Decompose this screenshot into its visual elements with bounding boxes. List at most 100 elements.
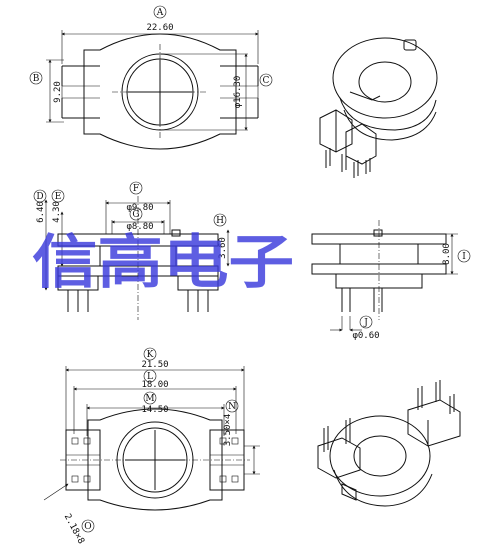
iso-bottom-flange (329, 415, 431, 497)
bottom-view-pin-hole (71, 437, 79, 445)
bottom-view-pin-hole (231, 437, 239, 445)
label-c-circle (259, 73, 273, 87)
dim-c-extension (160, 53, 248, 131)
label-a: A (156, 8, 164, 18)
iso-bottom-pin-block-right (407, 399, 461, 447)
dim-b-extension (46, 59, 64, 123)
label-h-circle (213, 213, 227, 227)
front-view: 8.00 I φ0.60 J (311, 220, 471, 341)
bottom-view: 21.50 K 18.00 L 14.50 M 3.50×4 N 2.18×8 … (43, 347, 260, 546)
dim-c-value: φ16.30 (233, 76, 243, 109)
dim-j-extension (341, 316, 351, 330)
dim-l-value: 18.00 (141, 380, 168, 390)
iso-bottom-pin (417, 386, 423, 410)
iso-bottom-bore (353, 435, 407, 477)
label-b: B (33, 74, 40, 84)
label-j-circle (359, 315, 373, 329)
iso-flange-top (332, 37, 438, 119)
dim-l-extension (73, 386, 237, 434)
label-f-circle (129, 181, 143, 195)
iso-bottom-pin (345, 418, 351, 444)
iso-bottom-pin (323, 426, 329, 452)
bottom-view-pad-slot (66, 454, 100, 466)
bottom-view-pin-hole (83, 475, 91, 483)
iso-pin (353, 160, 359, 178)
label-g: G (132, 210, 139, 220)
label-n: N (228, 402, 236, 412)
label-d-circle (33, 189, 47, 203)
iso-bottom-pin (449, 394, 455, 414)
label-h: H (216, 216, 224, 226)
dim-h-value: 3.60 (218, 237, 228, 259)
iso-bottom-pin (435, 380, 441, 402)
bottom-view-pad-slot (210, 454, 244, 466)
dim-o-value: 2.18×8 (62, 512, 86, 545)
iso-bore (358, 61, 412, 103)
iso-flange-edge (339, 97, 437, 131)
side-view-peg (171, 229, 181, 237)
isometric-view-top (319, 37, 438, 178)
dim-i-value: 8.00 (442, 243, 452, 265)
dim-n-extension (244, 445, 260, 475)
isometric-view-bottom (317, 380, 461, 507)
iso-pin-block (345, 123, 377, 165)
iso-lower-flange (343, 109, 437, 141)
label-f: F (133, 184, 139, 194)
label-m-circle (143, 391, 157, 405)
bottom-view-pad-left (65, 429, 101, 491)
dim-j-value: φ0.60 (352, 331, 379, 341)
label-o-circle (81, 519, 95, 533)
dim-f-extension (105, 200, 171, 234)
dim-d-value: 6.40 (36, 201, 46, 223)
label-b-circle (29, 71, 43, 85)
dim-k-value: 21.50 (141, 360, 168, 370)
dim-b-value: 9.20 (53, 81, 63, 103)
dim-g-value: φ8.80 (126, 222, 153, 232)
dim-a-value: 22.60 (146, 23, 173, 33)
dim-k-extension (65, 366, 245, 430)
iso-pin (365, 158, 371, 174)
label-c: C (263, 76, 270, 86)
top-view-slot (61, 85, 100, 99)
iso-bottom-tab (341, 483, 357, 501)
top-view-cross (128, 60, 192, 124)
label-n-circle (225, 399, 239, 413)
top-view-tab (61, 65, 100, 119)
label-l: L (147, 372, 153, 382)
label-o: O (84, 522, 91, 532)
bottom-view-pin-hole (71, 475, 79, 483)
dim-a-extension (61, 30, 259, 64)
dim-e-value: 4.30 (52, 201, 62, 223)
side-view-core (99, 246, 177, 266)
watermark-text: 信高电子 (32, 228, 294, 296)
label-i: I (462, 252, 466, 262)
label-a-circle (153, 5, 167, 19)
label-e-circle (51, 189, 65, 203)
side-view-pins-right (187, 290, 209, 312)
top-view-slot (220, 85, 259, 99)
side-view-pins-left (67, 290, 89, 312)
front-view-pins (341, 288, 383, 312)
side-view: φ9.80 F φ8.80 G 6.40 D 4.30 E 3.60 H (33, 181, 230, 320)
front-view-core (339, 244, 419, 264)
bottom-view-outline (87, 408, 223, 511)
bottom-view-pad-right (209, 429, 245, 491)
iso-bottom-flange-edge (333, 469, 433, 507)
top-view: 22.60 A 9.20 B φ16.30 C (29, 5, 273, 150)
label-l-circle (143, 369, 157, 383)
bottom-view-pin-hole (231, 475, 239, 483)
label-g-circle (129, 207, 143, 221)
dim-n-value: 3.50×4 (223, 414, 233, 447)
label-j: J (363, 318, 368, 328)
iso-bottom-pin-block-left (317, 437, 361, 479)
bottom-view-pin-hole (83, 437, 91, 445)
dim-f-value: φ9.80 (126, 203, 153, 213)
label-i-circle (457, 249, 471, 263)
bottom-view-pin-hole (219, 437, 227, 445)
iso-pin (341, 152, 347, 172)
top-view-tab (220, 65, 259, 119)
label-k-circle (143, 347, 157, 361)
label-k: K (147, 350, 154, 360)
bottom-view-pin-hole (219, 475, 227, 483)
label-e: E (55, 192, 62, 202)
